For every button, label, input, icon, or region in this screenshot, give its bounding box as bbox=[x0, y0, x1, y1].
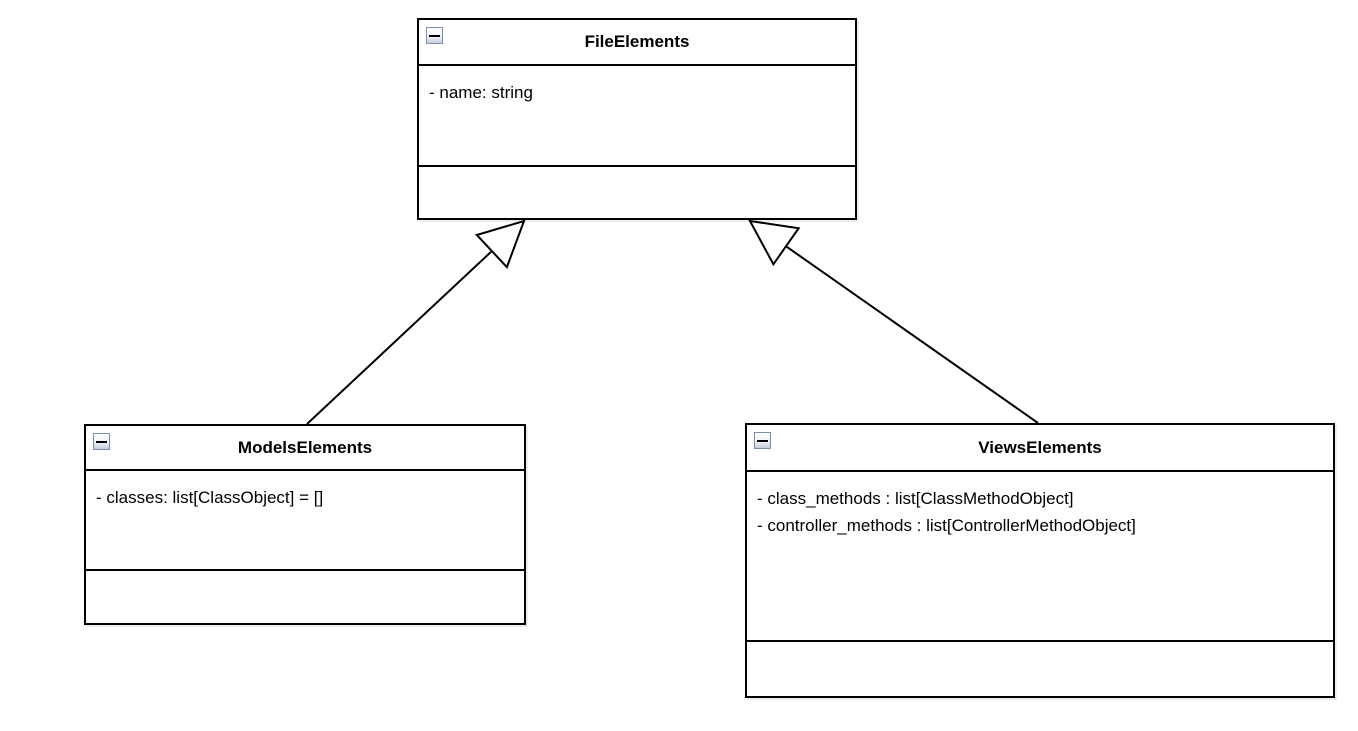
attributes-section: - name: string bbox=[419, 66, 855, 167]
class-name: ViewsElements bbox=[978, 437, 1102, 457]
minus-icon bbox=[429, 34, 440, 37]
attribute: - name: string bbox=[429, 83, 533, 102]
attribute: - class_methods : list[ClassMethodObject… bbox=[757, 489, 1074, 508]
class-box-models-elements[interactable]: ModelsElements - classes: list[ClassObje… bbox=[84, 424, 526, 625]
methods-section bbox=[86, 571, 524, 623]
attribute: - controller_methods : list[ControllerMe… bbox=[757, 516, 1136, 535]
class-name: ModelsElements bbox=[237, 437, 373, 457]
collapse-button[interactable] bbox=[754, 432, 771, 449]
class-box-views-elements[interactable]: ViewsElements - class_methods : list[Cla… bbox=[745, 423, 1335, 698]
class-header: ModelsElements bbox=[86, 426, 524, 471]
inheritance-arrow-models-to-file[interactable] bbox=[306, 219, 526, 425]
attribute: - classes: list[ClassObject] = [] bbox=[96, 488, 324, 507]
collapse-button[interactable] bbox=[93, 433, 110, 450]
minus-icon bbox=[757, 439, 768, 442]
inheritance-arrow-views-to-file[interactable] bbox=[748, 219, 1039, 424]
class-header: FileElements bbox=[419, 20, 855, 66]
minus-icon bbox=[96, 440, 107, 443]
class-box-file-elements[interactable]: FileElements - name: string bbox=[417, 18, 857, 220]
attributes-section: - class_methods : list[ClassMethodObject… bbox=[747, 472, 1333, 642]
methods-section bbox=[747, 642, 1333, 696]
methods-section bbox=[419, 167, 855, 218]
collapse-button[interactable] bbox=[426, 27, 443, 44]
attributes-section: - classes: list[ClassObject] = [] bbox=[86, 471, 524, 571]
class-header: ViewsElements bbox=[747, 425, 1333, 472]
class-name: FileElements bbox=[584, 32, 690, 51]
